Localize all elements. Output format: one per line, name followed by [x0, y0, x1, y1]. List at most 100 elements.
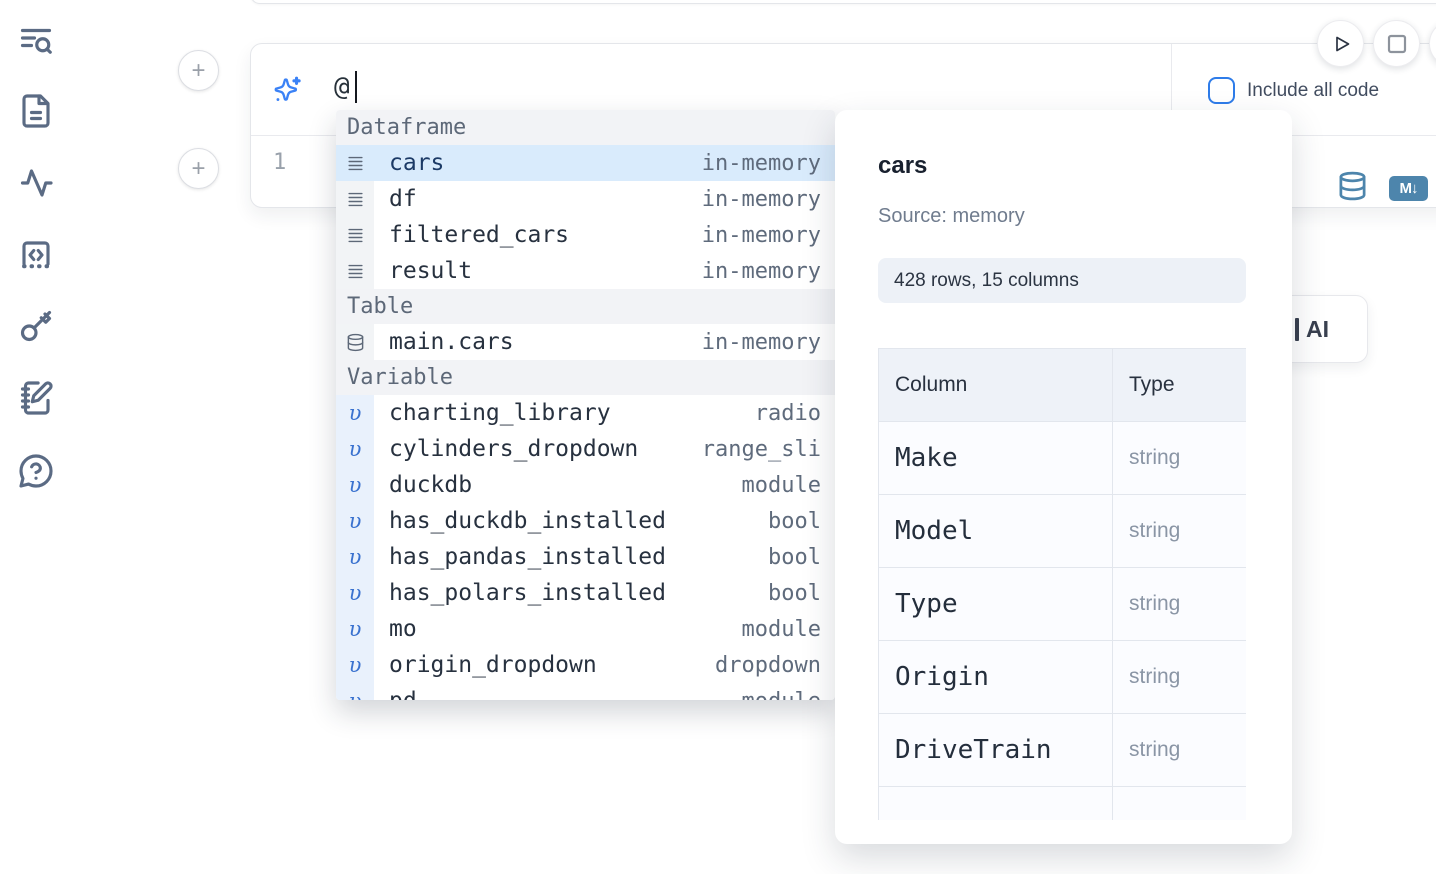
rows-icon [336, 217, 374, 253]
column-type-cell: string [1112, 567, 1246, 641]
autocomplete-item-filtered_cars[interactable]: filtered_cars in-memory [336, 217, 835, 253]
column-name-cell: Make [878, 421, 1113, 495]
variable-icon: υ [336, 395, 374, 431]
variable-icon: υ [336, 647, 374, 683]
key-icon[interactable] [18, 308, 54, 344]
item-type: module [741, 616, 821, 642]
schema-header-column: Column [878, 348, 1113, 422]
rows-icon [336, 181, 374, 217]
item-name: duckdb [389, 472, 473, 498]
schema-header-type: Type [1112, 348, 1246, 422]
preview-title: cars [878, 152, 928, 179]
column-name-cell: Origin [878, 640, 1113, 714]
item-type: module [741, 472, 821, 498]
column-name-cell: Type [878, 567, 1113, 641]
variable-icon: υ [336, 575, 374, 611]
table-row [878, 786, 1246, 820]
prompt-right-divider [1171, 44, 1172, 135]
include-all-code-checkbox[interactable] [1208, 77, 1235, 104]
markdown-icon[interactable]: M↓ [1389, 176, 1428, 201]
item-type: module [742, 689, 835, 701]
file-text-icon[interactable] [18, 93, 54, 129]
item-type: in-memory [701, 222, 821, 248]
include-all-code-label[interactable]: Include all code [1247, 80, 1380, 101]
item-name: mo [389, 616, 417, 642]
dataframe-preview-panel: cars Source: memory 428 rows, 15 columns… [835, 110, 1292, 844]
variable-icon: υ [336, 683, 374, 700]
column-type-cell: string [1112, 494, 1246, 568]
item-name: has_duckdb_installed [389, 508, 666, 534]
clipped-letter [1295, 317, 1299, 341]
autocomplete-section-header: Table [336, 289, 835, 324]
autocomplete-item-has_duckdb_installed[interactable]: υ has_duckdb_installed bool [336, 503, 835, 539]
ai-prompt-input[interactable]: @ [334, 72, 350, 102]
item-name: has_polars_installed [389, 580, 666, 606]
item-name: cars [389, 150, 445, 176]
notebook-pen-icon[interactable] [18, 380, 54, 416]
database-icon [336, 324, 374, 360]
item-name: cylinders_dropdown [389, 436, 639, 462]
text-caret [355, 71, 357, 103]
activity-icon[interactable] [18, 165, 54, 201]
list-search-icon[interactable] [18, 23, 54, 59]
item-type: in-memory [701, 258, 821, 284]
item-type: dropdown [715, 652, 821, 678]
item-name: charting_library [389, 400, 611, 426]
item-name: pd [374, 688, 417, 700]
add-cell-button-top[interactable]: + [178, 50, 219, 91]
database-icon[interactable] [1337, 169, 1368, 203]
autocomplete-item-pd[interactable]: υpd module [336, 683, 835, 700]
autocomplete-item-result[interactable]: result in-memory [336, 253, 835, 289]
item-type: bool [768, 508, 821, 534]
stop-button[interactable] [1373, 20, 1420, 67]
code-line-number: 1 [273, 150, 287, 175]
item-type: in-memory [701, 329, 821, 355]
run-cell-button[interactable] [1317, 20, 1364, 67]
preview-source: Source: memory [878, 205, 1025, 227]
item-type: in-memory [701, 150, 821, 176]
autocomplete-section-header: Dataframe [336, 110, 835, 145]
autocomplete-item-origin_dropdown[interactable]: υ origin_dropdown dropdown [336, 647, 835, 683]
code-cell-icon[interactable] [18, 237, 54, 273]
rows-icon [336, 145, 374, 181]
item-name: filtered_cars [389, 222, 570, 248]
autocomplete-item-charting_library[interactable]: υ charting_library radio [336, 395, 835, 431]
column-name-cell [878, 786, 1113, 820]
variable-icon: υ [336, 539, 374, 575]
rows-icon [336, 253, 374, 289]
item-name: origin_dropdown [389, 652, 597, 678]
column-type-cell [1112, 786, 1246, 820]
item-name: df [389, 186, 417, 212]
column-type-cell: string [1112, 640, 1246, 714]
autocomplete-item-cylinders_dropdown[interactable]: υ cylinders_dropdown range_sli [336, 431, 835, 467]
variable-icon: υ [336, 503, 374, 539]
previous-cell-fragment [250, 0, 1436, 4]
column-type-cell: string [1112, 421, 1246, 495]
item-name: result [389, 258, 473, 284]
column-type-cell: string [1112, 713, 1246, 787]
column-name-cell: DriveTrain [878, 713, 1113, 787]
add-cell-button-bottom[interactable]: + [178, 148, 219, 189]
autocomplete-item-cars[interactable]: cars in-memory [336, 145, 835, 181]
item-type: range_sli [701, 436, 821, 462]
preview-summary-badge: 428 rows, 15 columns [878, 258, 1246, 303]
help-bubble-icon[interactable] [18, 453, 54, 489]
variable-icon: υ [336, 611, 374, 647]
ai-button-label: AI [1306, 315, 1329, 342]
variable-icon: υ [336, 431, 374, 467]
item-type: bool [768, 544, 821, 570]
item-type: radio [754, 400, 821, 426]
